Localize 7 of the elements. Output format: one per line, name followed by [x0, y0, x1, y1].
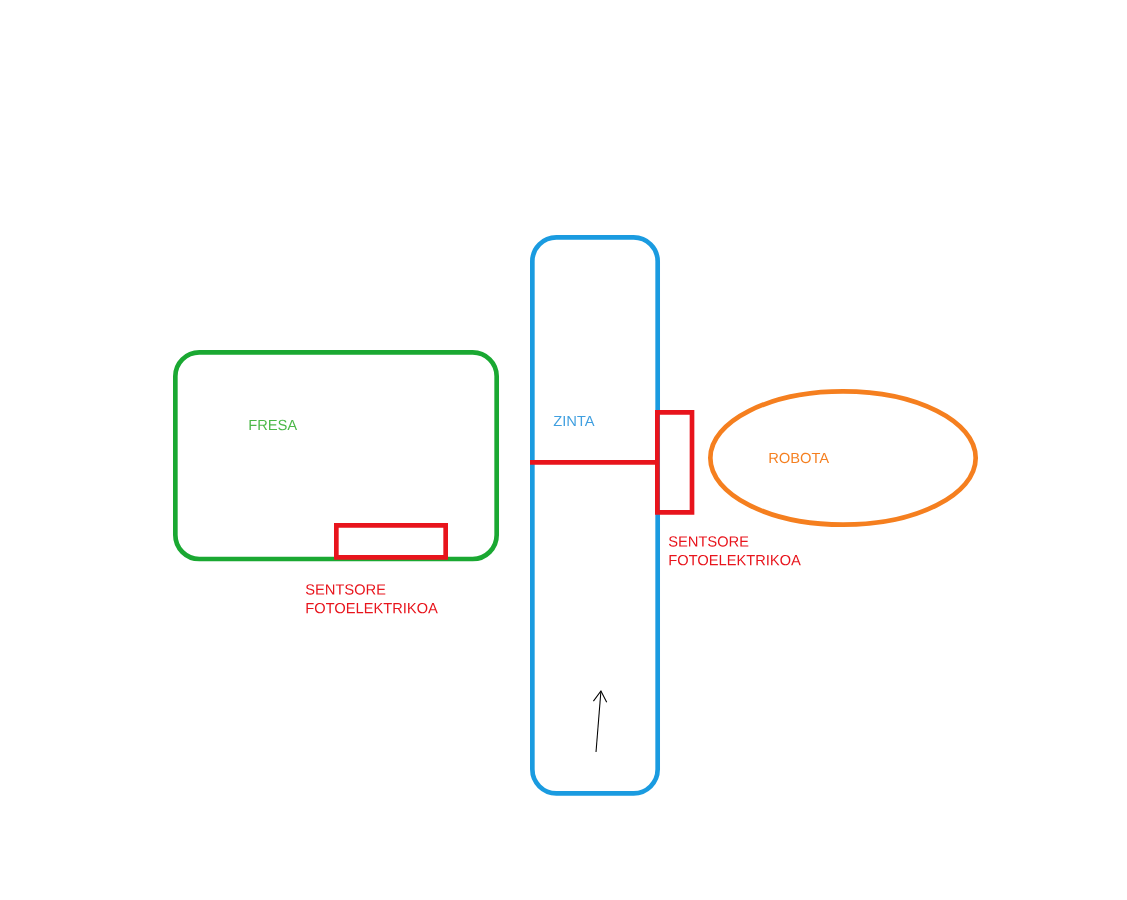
rounded-box: FRESA — [173, 350, 499, 562]
rounded-box: ZINTA — [530, 235, 660, 796]
sensor-box — [655, 410, 695, 515]
sensor-label: SENTSORE FOTOELEKTRIKOA — [668, 536, 801, 566]
sensor-label: SENTSORE FOTOELEKTRIKOA — [305, 584, 438, 614]
sensor-line — [530, 460, 655, 465]
sensor-box — [334, 523, 448, 560]
